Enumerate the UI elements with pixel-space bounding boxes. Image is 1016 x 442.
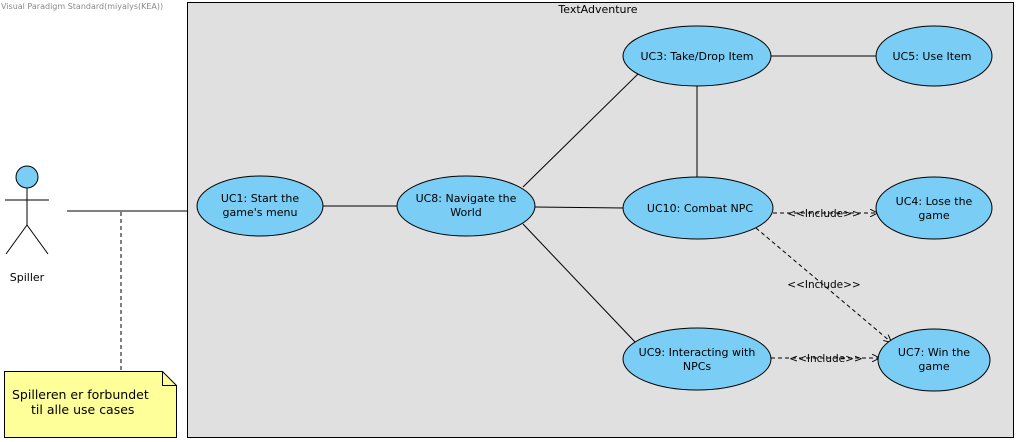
- note-fold-corner: [162, 371, 177, 386]
- use-case-uc7-line2: game: [918, 360, 949, 373]
- use-case-uc5[interactable]: UC5: Use Item: [875, 25, 993, 87]
- note-line-2: til alle use cases: [31, 402, 134, 417]
- use-case-uc8-line1: UC8: Navigate the: [416, 192, 517, 205]
- note-box[interactable]: Spilleren er forbundet til alle use case…: [4, 371, 177, 438]
- association-uc8-uc10[interactable]: [534, 206, 625, 209]
- use-case-uc3[interactable]: UC3: Take/Drop Item: [622, 25, 772, 87]
- actor-spiller[interactable]: Spiller: [5, 165, 49, 284]
- association-uc8-uc3[interactable]: [522, 73, 639, 188]
- use-case-uc5-line1: UC5: Use Item: [892, 50, 971, 63]
- use-case-uc4-line1: UC4: Lose the: [896, 195, 973, 208]
- include-uc10-uc7-arrow[interactable]: [755, 227, 891, 342]
- use-case-uc9[interactable]: UC9: Interacting with NPCs: [622, 327, 772, 391]
- include-label-uc10-uc4: <<Include>>: [787, 208, 860, 220]
- use-case-uc10-line1: UC10: Combat NPC: [647, 202, 753, 215]
- include-label-uc9-uc7: <<Include>>: [789, 353, 862, 365]
- system-boundary[interactable]: [187, 2, 1014, 438]
- stick-figure-icon: [5, 165, 49, 255]
- use-case-uc10[interactable]: UC10: Combat NPC: [622, 176, 774, 240]
- use-case-uc1-line2: game's menu: [223, 206, 298, 219]
- use-case-uc1[interactable]: UC1: Start the game's menu: [196, 175, 324, 237]
- use-case-uc4[interactable]: UC4: Lose the game: [875, 176, 993, 240]
- use-case-uc7[interactable]: UC7: Win the game: [877, 328, 991, 392]
- associations: [67, 55, 891, 371]
- note-line-1: Spilleren er forbundet: [12, 387, 149, 402]
- use-case-uc3-line1: UC3: Take/Drop Item: [640, 50, 753, 63]
- include-label-uc10-uc7: <<Include>>: [787, 279, 860, 291]
- use-case-uc9-line1: UC9: Interacting with: [639, 346, 756, 359]
- system-title: TextAdventure: [557, 3, 637, 16]
- use-case-uc9-line2: NPCs: [683, 360, 712, 373]
- use-case-uc1-line1: UC1: Start the: [221, 192, 300, 205]
- use-case-uc8[interactable]: UC8: Navigate the World: [396, 175, 536, 237]
- watermark-text: Visual Paradigm Standard(miyalys(KEA)): [1, 2, 163, 11]
- use-case-uc7-line1: UC7: Win the: [898, 346, 970, 359]
- association-uc8-uc9[interactable]: [522, 223, 637, 344]
- use-case-uc4-line2: game: [918, 209, 949, 222]
- use-case-uc8-line2: World: [450, 206, 482, 219]
- actor-name: Spiller: [10, 271, 45, 284]
